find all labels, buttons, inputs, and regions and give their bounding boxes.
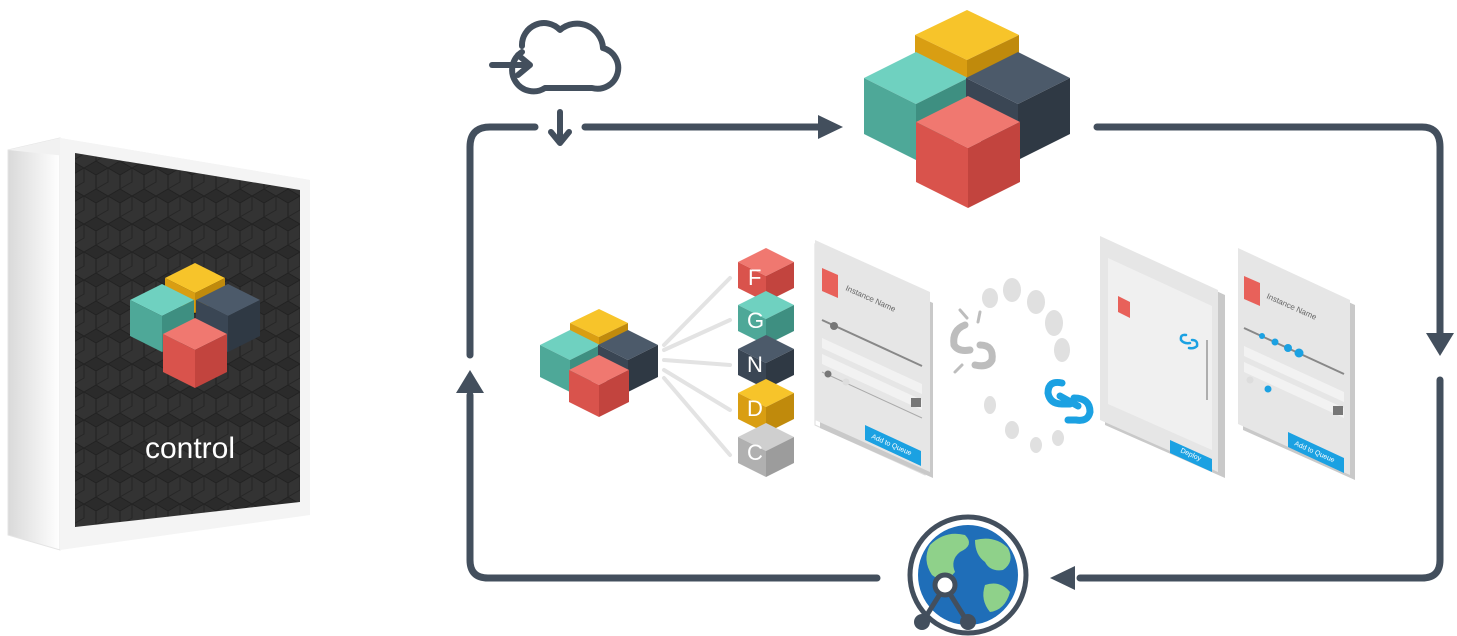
fanout-rays (662, 276, 732, 457)
arrowhead-left (1050, 566, 1075, 590)
small-cube-cluster-icon (540, 309, 658, 417)
flow-loop (466, 123, 1444, 582)
box-cube-logo-icon (130, 263, 260, 388)
flow-arrow-top-right (1093, 123, 1444, 339)
product-box: control (7, 137, 310, 551)
broken-link-icon (950, 308, 996, 374)
letter-block-f-label: F (748, 265, 761, 290)
letter-block-c: C (738, 423, 794, 477)
panel-2-add-to-queue-button[interactable] (1288, 432, 1344, 473)
loading-spinner-icon (982, 278, 1070, 453)
letter-block-n-label: N (747, 352, 763, 377)
cloud-download-icon (489, 20, 622, 146)
deploy-button[interactable] (1170, 440, 1212, 472)
letter-block-d: D (738, 379, 794, 433)
link-icon (1044, 379, 1094, 424)
letter-block-c-label: C (747, 440, 763, 465)
panel-1-avatar (822, 268, 838, 298)
arrowhead-down (1426, 333, 1454, 356)
deploy-panel: Deploy (1100, 236, 1225, 478)
cube-cluster-icon (864, 10, 1070, 208)
letter-block-g-label: G (747, 308, 764, 333)
letter-block-g: G (738, 291, 794, 345)
flow-arrowheads (456, 115, 1454, 590)
letter-block-n: N (738, 335, 794, 389)
form-panel-1: Instance Name Add to Queue (814, 240, 933, 478)
letter-block-d-label: D (747, 396, 763, 421)
flow-arrow-bottom-left (466, 391, 881, 582)
flow-arrow-top-left (466, 123, 539, 359)
product-box-label: control (145, 432, 235, 465)
arrowhead-right (818, 115, 843, 139)
letter-block-stack: F G N D C (738, 248, 794, 477)
deploy-panel-avatar (1118, 296, 1130, 318)
form-panel-2: Instance Name Add to Queue (1238, 248, 1355, 480)
letter-block-f: F (738, 248, 794, 302)
arrowhead-up (456, 370, 484, 393)
globe-network-icon (907, 514, 1029, 636)
flow-arrow-right-bottom (1076, 376, 1444, 582)
panel-1-add-to-queue-button[interactable] (865, 425, 921, 466)
panel-2-avatar (1244, 276, 1260, 306)
deploy-panel-link-icon (1179, 333, 1199, 350)
